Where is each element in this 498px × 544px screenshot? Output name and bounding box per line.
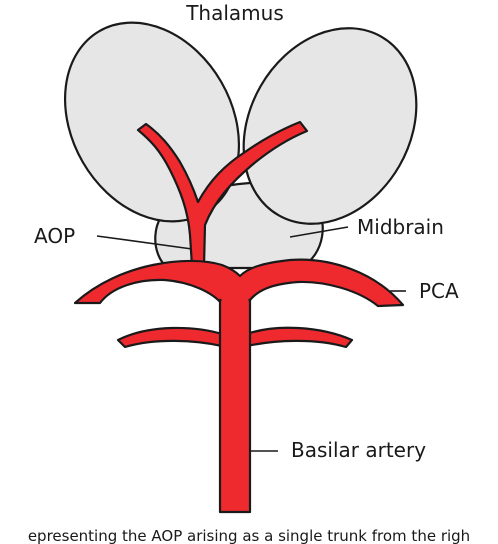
figure-caption: epresenting the AOP arising as a single … <box>28 527 470 544</box>
label-pca: PCA <box>419 279 459 303</box>
basilar-seam-cover <box>221 296 249 356</box>
pca-arteries <box>73 258 405 308</box>
label-midbrain: Midbrain <box>357 215 444 239</box>
aop-leader <box>96 235 193 250</box>
midbrain-leader <box>289 226 349 238</box>
right-thalamus-lobe <box>242 27 418 225</box>
label-thalamus: Thalamus <box>185 1 284 25</box>
label-basilar-artery: Basilar artery <box>291 438 426 462</box>
aop-artery <box>136 120 309 268</box>
label-aop: AOP <box>34 224 75 248</box>
